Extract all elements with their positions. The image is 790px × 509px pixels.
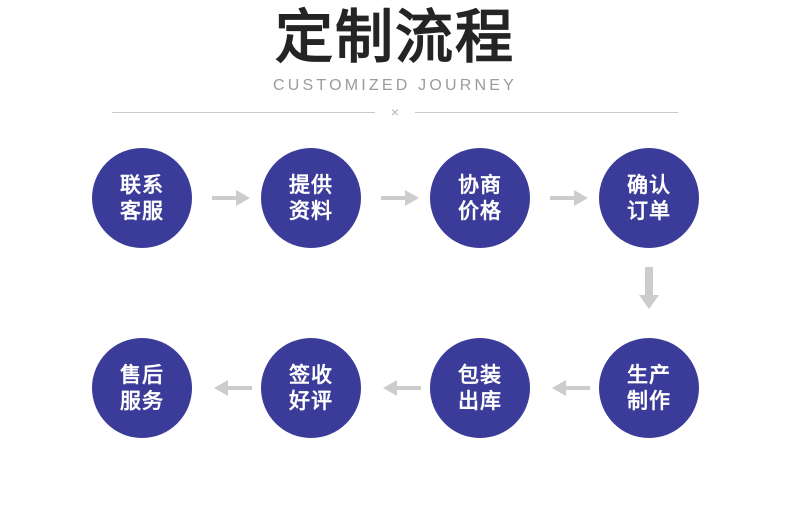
arrow-left-icon-step5-to-step6 — [550, 377, 590, 399]
arrow-down-icon-step4-to-step5 — [638, 267, 660, 311]
step-label-line1: 提供 — [289, 173, 333, 197]
divider-rule-left — [112, 111, 375, 113]
process-step-2-provide-materials[interactable]: 提供 资料 — [261, 148, 361, 248]
step-label-line2: 出库 — [458, 389, 502, 413]
process-step-5-production[interactable]: 生产 制作 — [599, 338, 699, 438]
divider-rule-right — [415, 111, 678, 113]
step-label-line1: 生产 — [627, 363, 671, 387]
arrow-right-icon-step3-to-step4 — [550, 187, 590, 209]
step-label-line1: 售后 — [120, 363, 164, 387]
step-label-line2: 服务 — [120, 389, 164, 413]
step-label-line2: 价格 — [458, 199, 502, 223]
divider-x-icon: × — [390, 104, 400, 120]
arrow-left-icon-step7-to-step8 — [212, 377, 252, 399]
arrow-right-icon-step1-to-step2 — [212, 187, 252, 209]
step-label-line2: 制作 — [627, 389, 671, 413]
step-label-line1: 协商 — [458, 173, 502, 197]
process-step-1-contact-support[interactable]: 联系 客服 — [92, 148, 192, 248]
process-step-3-negotiate-price[interactable]: 协商 价格 — [430, 148, 530, 248]
step-label-line1: 确认 — [627, 173, 671, 197]
divider: × — [112, 102, 678, 122]
process-step-7-receipt-review[interactable]: 签收 好评 — [261, 338, 361, 438]
process-step-6-packaging-shipping[interactable]: 包装 出库 — [430, 338, 530, 438]
step-label-line2: 订单 — [627, 199, 671, 223]
page-title: 定制流程 — [274, 3, 515, 71]
step-label-line2: 好评 — [289, 389, 333, 413]
step-label-line1: 签收 — [289, 363, 333, 387]
step-label-line1: 包装 — [458, 363, 502, 387]
step-label-line1: 联系 — [120, 173, 164, 197]
arrow-left-icon-step6-to-step7 — [381, 377, 421, 399]
step-label-line2: 客服 — [120, 199, 164, 223]
arrow-right-icon-step2-to-step3 — [381, 187, 421, 209]
step-label-line2: 资料 — [289, 199, 333, 223]
process-step-4-confirm-order[interactable]: 确认 订单 — [599, 148, 699, 248]
section-header: 定制流程 CUSTOMIZED JOURNEY × — [0, 0, 790, 130]
process-flow: 联系 客服 提供 资料 协商 价格 确认 订单 — [0, 130, 790, 509]
process-step-8-after-sales-service[interactable]: 售后 服务 — [92, 338, 192, 438]
page-subtitle: CUSTOMIZED JOURNEY — [273, 77, 517, 94]
